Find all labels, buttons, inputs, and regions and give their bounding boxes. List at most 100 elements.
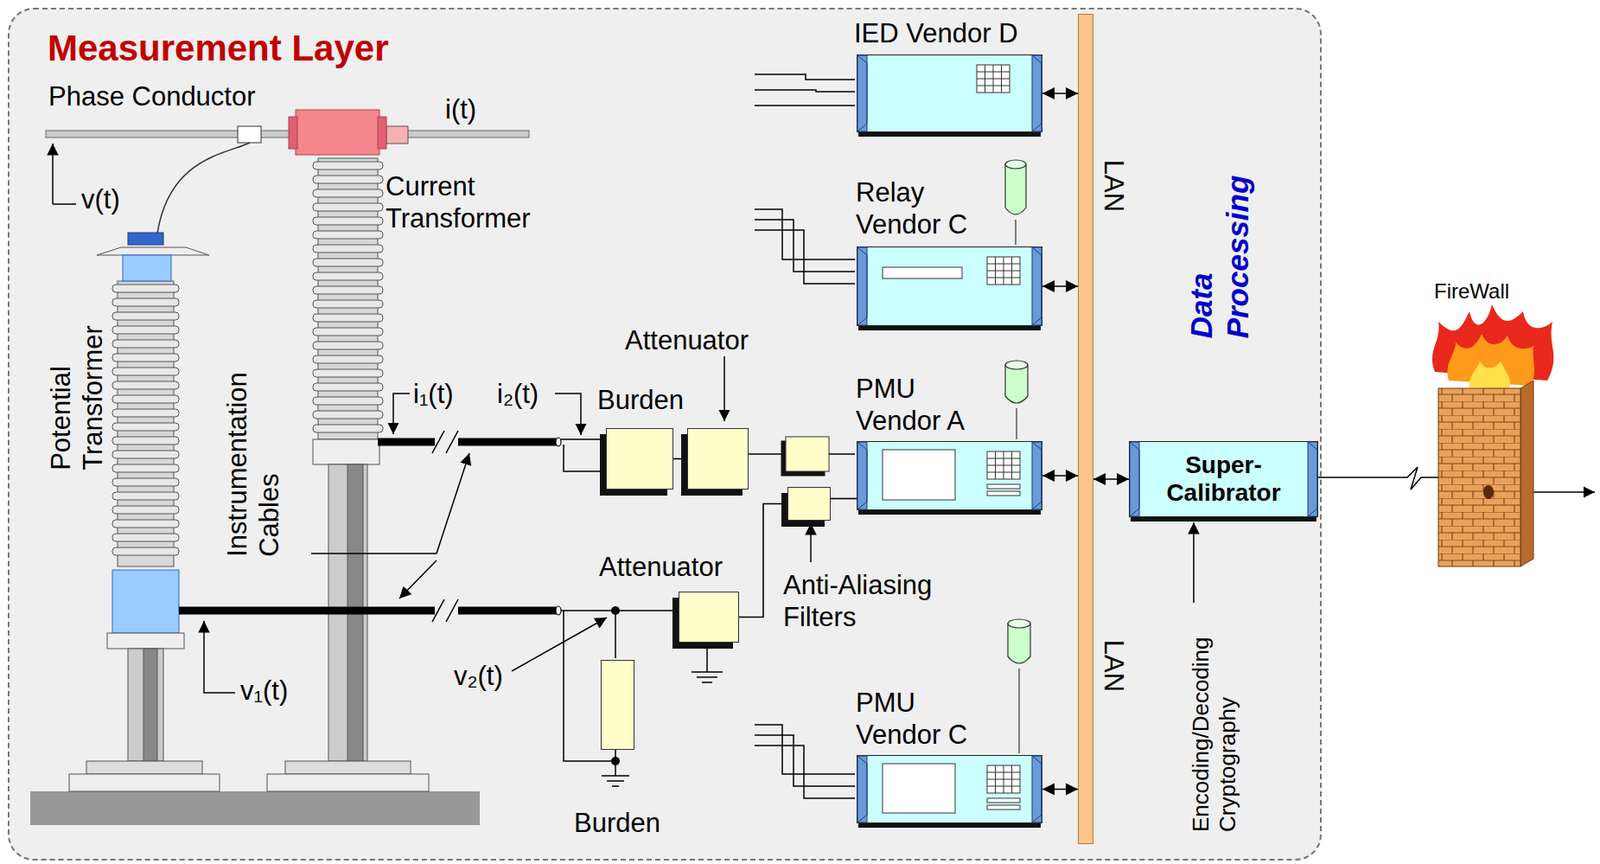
insulator-shed	[112, 505, 179, 514]
device-panel	[1032, 247, 1042, 326]
device-panel	[1129, 441, 1140, 517]
device-panel	[987, 804, 1020, 810]
junction-dot	[611, 605, 620, 615]
gps-antenna	[1005, 364, 1028, 403]
part-label: Current Transformer	[385, 170, 531, 235]
potential-transformer	[143, 648, 158, 761]
insulator-shed	[312, 161, 383, 170]
input-wires	[754, 74, 855, 106]
instrumentation-cable	[555, 437, 561, 447]
device-panel	[987, 490, 1020, 496]
leader-line	[311, 452, 470, 554]
connector	[1093, 478, 1129, 480]
device-panel	[987, 784, 1020, 786]
device-panel	[987, 764, 1020, 793]
part-label: FireWall	[1434, 279, 1510, 305]
potential-transformer	[122, 254, 172, 281]
device-panel	[857, 755, 867, 823]
device-panel	[1032, 755, 1042, 823]
phase-conductor	[45, 130, 530, 138]
insulator-shed	[312, 355, 383, 364]
gps-antenna	[1007, 623, 1031, 663]
leader-line	[511, 617, 607, 671]
part-label: Encoding/Decoding Cryptography	[1187, 606, 1242, 832]
potential-transformer	[96, 247, 210, 255]
device-panel	[857, 55, 867, 132]
wire	[563, 444, 605, 472]
connector	[1042, 788, 1078, 791]
part-label: i(t)	[445, 93, 477, 126]
input-wires	[754, 209, 855, 284]
connector	[673, 458, 688, 460]
device-panel	[976, 64, 1010, 93]
part-label: v₂(t)	[453, 659, 504, 692]
device-label: Anti-Aliasing Filters	[783, 568, 957, 633]
insulator-shed	[312, 175, 383, 184]
gps-antenna	[1005, 164, 1027, 215]
firewall	[1469, 361, 1511, 389]
potential-transformer	[127, 232, 164, 245]
device-panel	[987, 771, 1020, 772]
burden-resistor: Burden	[600, 659, 635, 750]
wire	[691, 671, 723, 683]
firewall	[1432, 304, 1554, 567]
device-label: Attenuator	[624, 324, 749, 357]
device-panel	[987, 464, 1020, 466]
device-panel	[987, 262, 1020, 264]
panel-ground	[7, 7, 1322, 861]
part-label: Data Processing	[1183, 175, 1256, 339]
device-label: LAN	[1096, 639, 1129, 692]
device-panel	[1032, 441, 1042, 510]
potential-transformer	[107, 632, 185, 649]
insulator-shed	[112, 395, 179, 403]
potential-transformer	[127, 648, 164, 761]
current-transformer	[267, 773, 429, 791]
device-label: PMU Vendor C	[855, 686, 986, 751]
device-panel	[856, 246, 1043, 326]
device-panel	[987, 797, 1020, 803]
burden-box: Burden	[605, 427, 674, 490]
pmu-box: PMU Vendor A	[856, 440, 1043, 510]
insulator-shed	[312, 341, 383, 350]
gps-antenna	[1005, 360, 1028, 370]
device-panel	[987, 451, 1020, 479]
insulator-shed	[112, 491, 179, 500]
insulator-shed	[112, 298, 179, 306]
part-label: v(t)	[81, 183, 121, 216]
insulator-shed	[112, 533, 179, 542]
potential-transformer	[112, 284, 179, 555]
filter-box: Anti-Aliasing Filters	[787, 486, 831, 521]
device-panel	[857, 55, 867, 132]
device-label: Relay Vendor C	[855, 176, 986, 241]
connector	[1042, 92, 1078, 95]
device-panel	[857, 247, 867, 326]
current-transformer	[312, 439, 380, 465]
insulator-shed	[312, 216, 383, 225]
insulator-shed	[312, 396, 383, 405]
firewall	[1483, 484, 1494, 499]
insulator-shed	[312, 286, 383, 294]
insulator-shed	[112, 284, 179, 293]
junction-dot	[611, 756, 620, 765]
device-panel	[976, 70, 1010, 72]
part-label: Instrumentation Cables	[221, 371, 286, 557]
instrumentation-cable	[555, 605, 561, 615]
attenuator-box: Attenuator	[687, 427, 749, 490]
leader-line	[723, 356, 726, 421]
device-panel	[987, 457, 1020, 459]
gps-antenna	[1005, 159, 1027, 169]
device-panel	[1129, 441, 1140, 517]
insulator-shed	[112, 339, 179, 348]
device-panel	[857, 247, 867, 326]
lan-bus: LANLAN	[1077, 13, 1094, 844]
insulator-shed	[312, 189, 383, 198]
wire	[601, 775, 630, 786]
leader-line	[203, 620, 236, 693]
insulator-shed	[312, 313, 383, 322]
device-label: LAN	[1096, 159, 1129, 212]
insulator-shed	[312, 424, 383, 433]
device-panel	[857, 441, 867, 510]
layer-panel: IED Vendor DRelay Vendor CAttenuatorBurd…	[7, 7, 1322, 861]
device-panel	[1307, 441, 1318, 517]
wire	[706, 640, 708, 672]
